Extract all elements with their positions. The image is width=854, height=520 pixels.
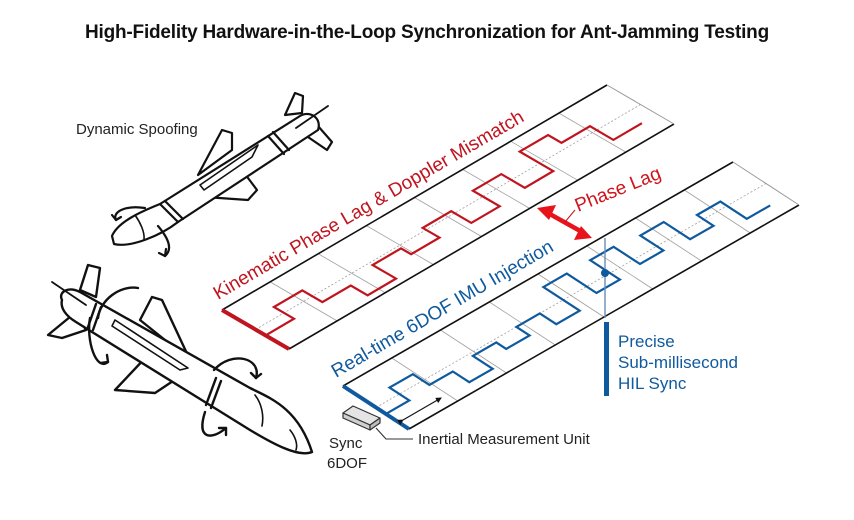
red-grid-line (558, 112, 627, 153)
red-signal-trace (265, 122, 643, 337)
precise-sync-bar (604, 322, 609, 396)
blue-signal-trace (385, 200, 771, 415)
sync-marker-dot (601, 269, 609, 277)
missile-icon (110, 91, 334, 258)
rotation-arrow-icon (212, 357, 258, 380)
red-panel-bottom-edge (288, 123, 675, 350)
diagram-title: High-Fidelity Hardware-in-the-Loop Synch… (85, 22, 769, 43)
blue-panel-top-edge (342, 161, 734, 387)
red-signal-panel (220, 84, 675, 351)
imu-leader-line (375, 427, 413, 440)
double-arrow-icon (537, 205, 592, 240)
red-grid-line (269, 281, 338, 322)
red-grid-line (366, 225, 434, 265)
red-grid-line (414, 197, 482, 237)
red-grid-line (318, 253, 386, 294)
blue-panel-right-edge (732, 161, 800, 206)
sync-label-line1: Sync (329, 435, 363, 452)
blue-signal-panel (341, 161, 800, 431)
time-offset-arrow (397, 397, 442, 426)
precise-label-line2: Sub-millisecond (618, 353, 738, 372)
blue-center-line (375, 183, 767, 408)
red-panel-left-edge (220, 308, 291, 351)
rotation-arrow-icon (96, 286, 140, 320)
blue-panel-label: Real-time 6DOF IMU Injection (328, 236, 557, 382)
precise-label-line1: Precise (618, 332, 675, 351)
blue-panel-bottom-edge (408, 204, 800, 430)
imu-label: Inertial Measurement Unit (418, 431, 591, 448)
rotation-arrow-icon (201, 410, 228, 437)
dynamic-spoofing-label: Dynamic Spoofing (76, 121, 198, 138)
red-grid-line (510, 140, 579, 181)
blue-panel-grid (375, 183, 767, 408)
red-panel-right-edge (606, 84, 675, 125)
red-panel-top-edge (221, 84, 608, 311)
precise-label-line3: HIL Sync (618, 374, 687, 393)
missile-icon (46, 263, 314, 455)
imu-chip-icon (342, 405, 381, 431)
red-grid-line (462, 169, 530, 209)
sync-label-line2: 6DOF (327, 455, 367, 472)
rotation-arrow-icon (156, 224, 171, 258)
red-panel-grid (255, 104, 641, 330)
